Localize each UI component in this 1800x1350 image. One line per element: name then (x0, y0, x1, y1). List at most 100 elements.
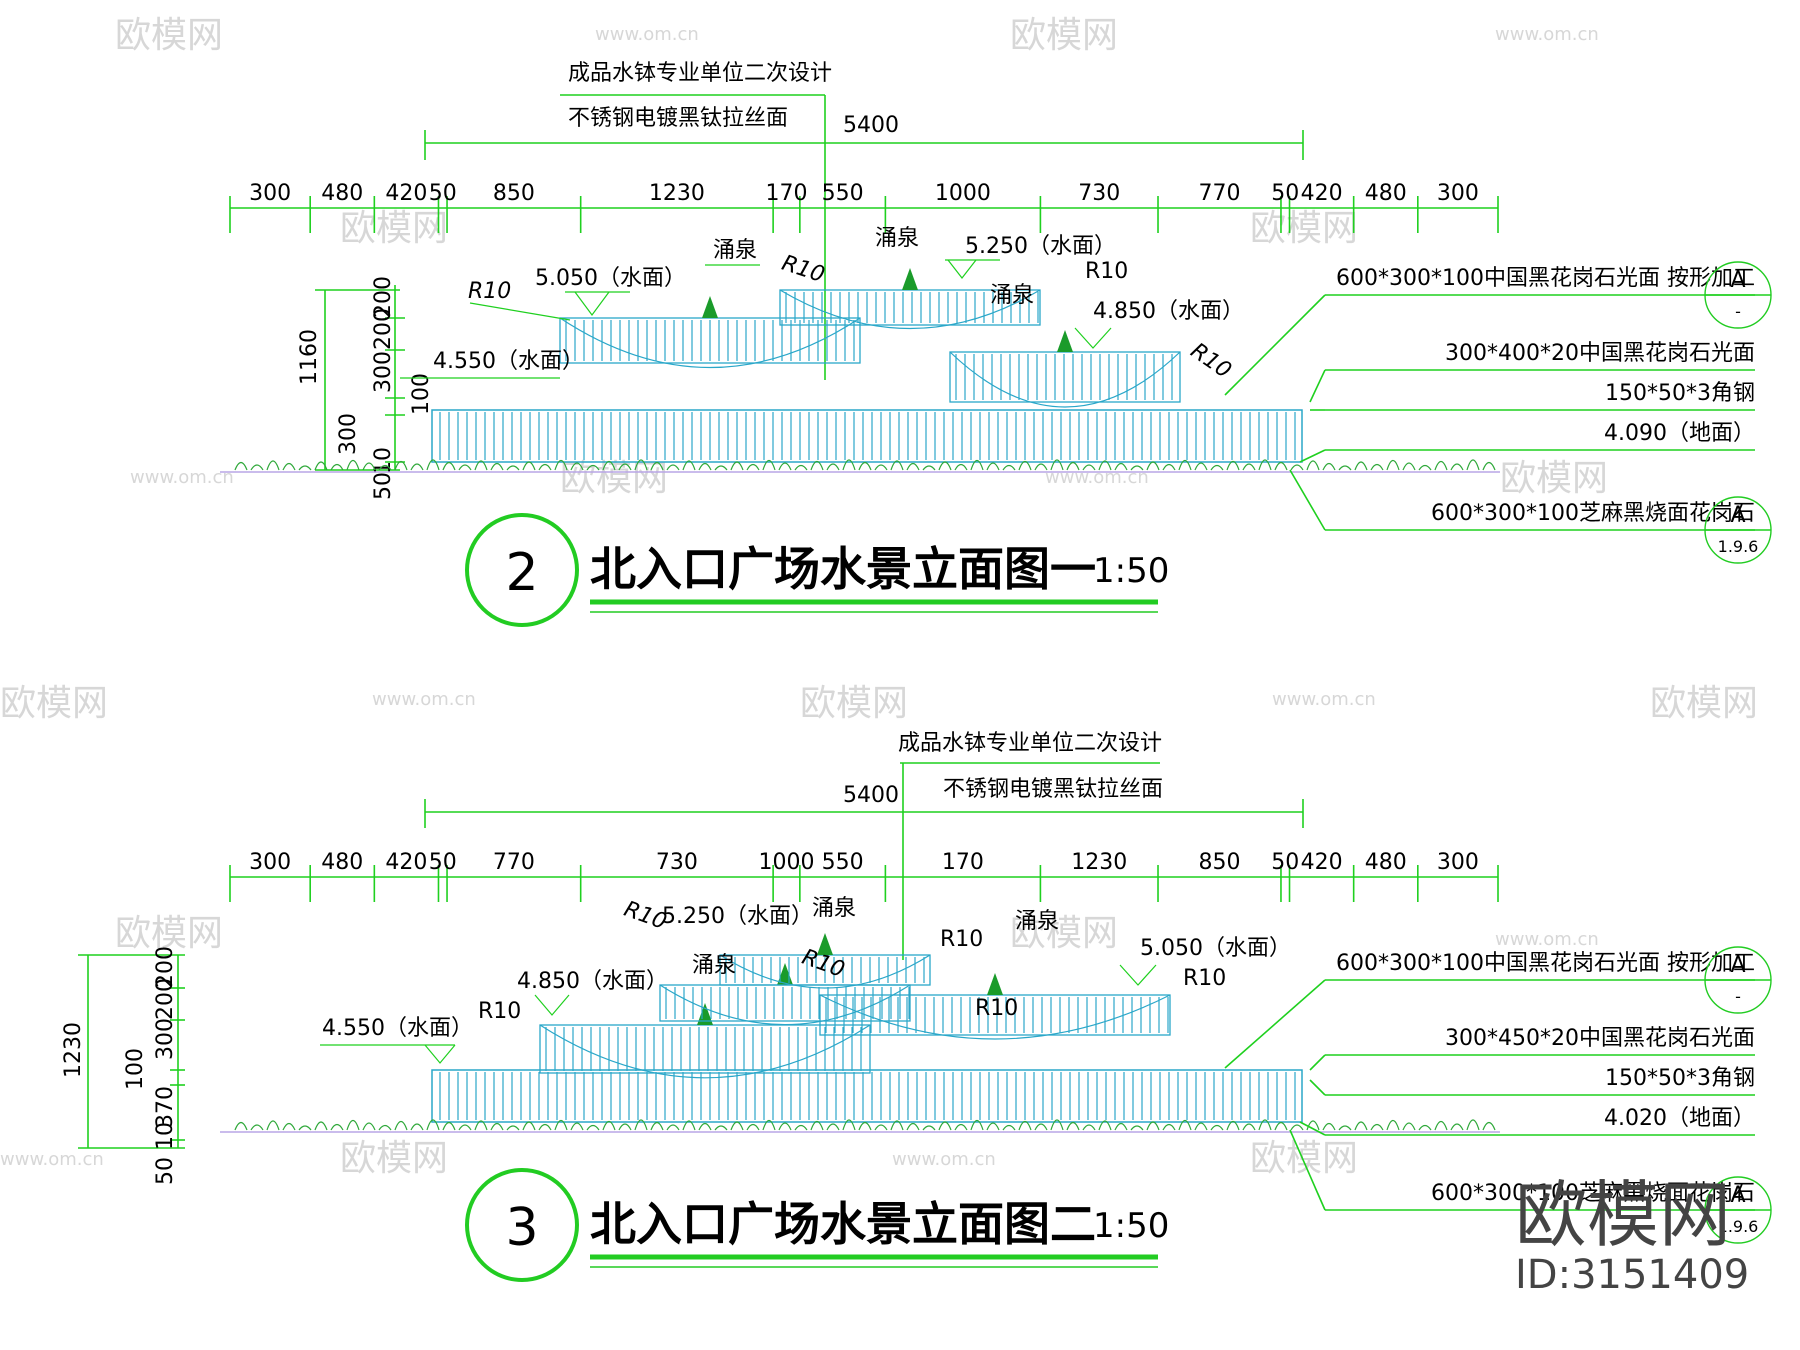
planting (1226, 460, 1240, 471)
watermark-brand: 欧模网 (800, 683, 908, 724)
planting (778, 462, 792, 471)
vdim-f: 10 (153, 1122, 178, 1150)
planting (1050, 1119, 1064, 1131)
planting (1002, 1124, 1016, 1131)
callout-leader (1299, 449, 1326, 463)
planting (426, 459, 440, 471)
planting (1322, 1122, 1336, 1131)
watermark-brand: 欧模网 (1250, 208, 1358, 249)
planting (874, 1124, 888, 1131)
planting (426, 1119, 440, 1131)
planting (1370, 463, 1384, 471)
drawing-number: 2 (505, 543, 538, 603)
planting (1306, 460, 1320, 471)
planting (1114, 1122, 1128, 1131)
drawing-scale: 1:50 (1093, 551, 1169, 591)
watermark-url: www.om.cn (892, 1149, 996, 1170)
planting (1338, 1125, 1352, 1131)
planting (1194, 462, 1208, 471)
planting (314, 1121, 328, 1131)
planting (1082, 464, 1096, 471)
segment-dim-label: 730 (1078, 181, 1120, 206)
level-marker (1119, 964, 1157, 986)
spring-label: 涌泉 (1015, 909, 1059, 934)
planting (714, 465, 728, 471)
watermark-brand: 欧模网 (1650, 683, 1758, 724)
planting (1210, 464, 1224, 471)
planting (1162, 1123, 1176, 1131)
spring-fountain-icon (702, 296, 718, 318)
planting (1354, 461, 1368, 471)
drawing-title: 北入口广场水景立面图二 (590, 1197, 1096, 1251)
radius-leader (469, 302, 571, 321)
reference-index: - (1735, 302, 1741, 321)
planting (986, 1122, 1000, 1131)
radius-label: R10 (1186, 338, 1236, 383)
vdim-g: 50 (153, 1157, 178, 1185)
planting (906, 462, 920, 471)
planting (522, 1121, 536, 1131)
watermark-url: www.om.cn (1272, 689, 1376, 710)
vdim-f: 10 (371, 447, 396, 475)
segment-dim-label: 300 (1437, 850, 1479, 875)
radius-label: R10 (468, 279, 511, 304)
watermark-layer: 欧模网欧模网欧模网欧模网欧模网欧模网欧模网欧模网欧模网欧模网欧模网欧模网欧模网w… (0, 15, 1758, 1179)
planting (442, 1121, 456, 1131)
planting (1130, 465, 1144, 471)
planting (1066, 461, 1080, 471)
planting (1130, 1125, 1144, 1131)
planting (1338, 465, 1352, 471)
level-5050: 5.050（水面） (535, 266, 686, 291)
watermark-brand: 欧模网 (1010, 15, 1118, 56)
segment-dim-label: 1000 (935, 181, 991, 206)
planting (762, 459, 776, 471)
planting (234, 1121, 248, 1131)
planting (1050, 459, 1064, 471)
planting (1242, 463, 1256, 471)
segment-dim-label: 420 (1301, 850, 1343, 875)
segment-dim-label: 420 (385, 181, 427, 206)
planting (650, 1121, 664, 1131)
watermark-brand: 欧模网 (1250, 1138, 1358, 1179)
planting (938, 1121, 952, 1131)
planting (570, 462, 584, 471)
planting (1450, 1123, 1464, 1131)
callout-leader (1309, 369, 1326, 403)
planting (826, 1123, 840, 1131)
watermark-url: www.om.cn (130, 467, 234, 488)
planting (1434, 460, 1448, 471)
planting (1018, 1120, 1032, 1131)
planting (1402, 462, 1416, 471)
vdim-e: 370 (153, 1086, 178, 1128)
planting (858, 1121, 872, 1131)
planting (1194, 1122, 1208, 1131)
vdim-d: 100 (123, 1048, 148, 1090)
segment-dim-label: 170 (765, 181, 807, 206)
planting (922, 1125, 936, 1131)
vdim-g: 50 (371, 472, 396, 500)
planting (346, 1119, 360, 1131)
planting (858, 461, 872, 471)
watermark-url: www.om.cn (1045, 467, 1149, 488)
watermark-brand: 欧模网 (0, 683, 108, 724)
level-marker (574, 291, 610, 317)
basin-curve (659, 984, 911, 1026)
material-callouts: 600*300*100中国黑花岗石光面 按形加工300*400*20中国黑花岗石… (1224, 261, 1772, 564)
segment-dim-label: 420 (385, 850, 427, 875)
callout-leader (1224, 294, 1326, 396)
planting (890, 460, 904, 471)
planting (1386, 1119, 1400, 1131)
material-callout: 150*50*3角钢 (1605, 381, 1755, 406)
reference-index: 1.9.6 (1718, 537, 1759, 556)
planting (458, 1124, 472, 1131)
spring-label: 涌泉 (990, 283, 1034, 308)
level-marker (534, 994, 570, 1016)
planting (1178, 459, 1192, 471)
vdim-c: 300 (371, 351, 396, 393)
basin-curve (949, 351, 1181, 408)
material-callout: 600*300*100芝麻黑烧面花岗石 (1431, 1181, 1755, 1206)
basin-curve (719, 954, 931, 989)
material-callout: 600*300*100芝麻黑烧面花岗石 (1431, 501, 1755, 526)
